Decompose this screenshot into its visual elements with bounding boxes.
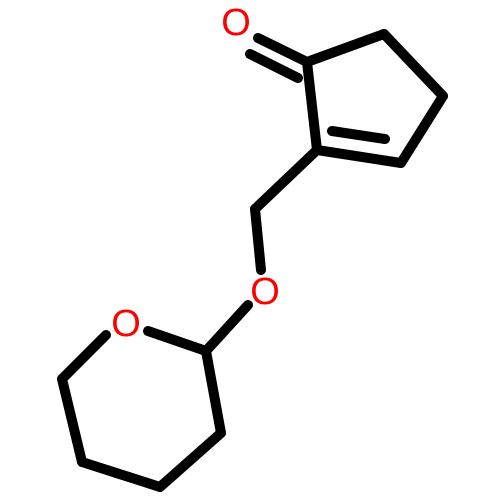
ether-oxygen-label: O	[250, 271, 280, 313]
bond-c4-c3	[155, 428, 226, 492]
bond-o-acetal	[201, 300, 253, 356]
bond-ch2-o	[250, 204, 266, 275]
ketone-double-bond	[245, 33, 312, 83]
tetrahydropyran-ring	[57, 326, 226, 492]
bond-c5-c4	[77, 457, 165, 492]
bond-c1-o-a	[253, 33, 312, 67]
bond-c5-c4	[379, 29, 448, 101]
bond-c2-c1	[302, 57, 322, 155]
bond-oring-c6	[57, 330, 111, 384]
bond-c4-c3	[396, 91, 448, 168]
bond-c1-o-b	[245, 49, 303, 83]
cyclopentenone-ring	[302, 29, 448, 168]
ketone-oxygen-label: O	[221, 2, 251, 44]
linker-chain	[201, 145, 322, 356]
bond-c6-c5	[57, 374, 87, 467]
bond-c3-acetal	[201, 346, 226, 438]
bond-c3-c2-double	[327, 126, 390, 144]
bond-acetal-oring	[143, 326, 211, 356]
bond-c2-ch2	[250, 145, 322, 214]
bond-c1-c5	[302, 29, 389, 67]
bond-c3-c2	[312, 145, 406, 168]
ring-oxygen-label: O	[111, 303, 141, 345]
